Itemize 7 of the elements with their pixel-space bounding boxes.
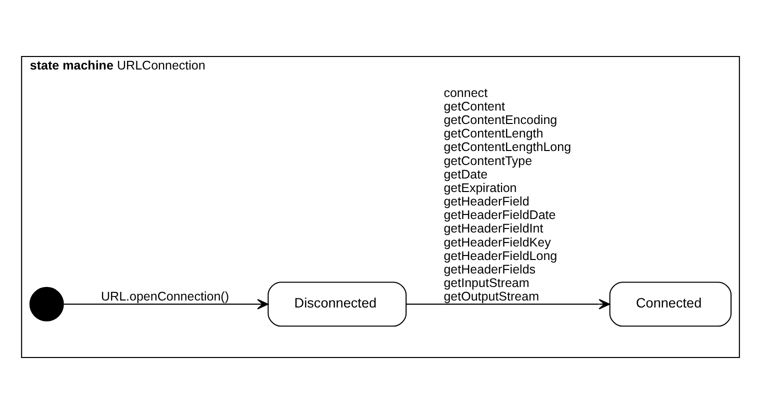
edge-label: connect getContent getContentEncoding getContentLength getContentLengthLong getContentType getDate getExpiration getHeaderField getHeaderFieldDate getHeaderFieldInt getHeaderFieldKey getHeaderFieldLong getHeaderFields getInputStream getOutputStream <box>444 85 572 304</box>
arrow <box>406 298 610 309</box>
node-box: Connected <box>609 281 732 326</box>
edge-label: URL.openConnection() <box>100 289 230 304</box>
node-box: Disconnected <box>268 281 407 326</box>
arrow <box>64 298 269 309</box>
node-circle <box>29 286 64 321</box>
